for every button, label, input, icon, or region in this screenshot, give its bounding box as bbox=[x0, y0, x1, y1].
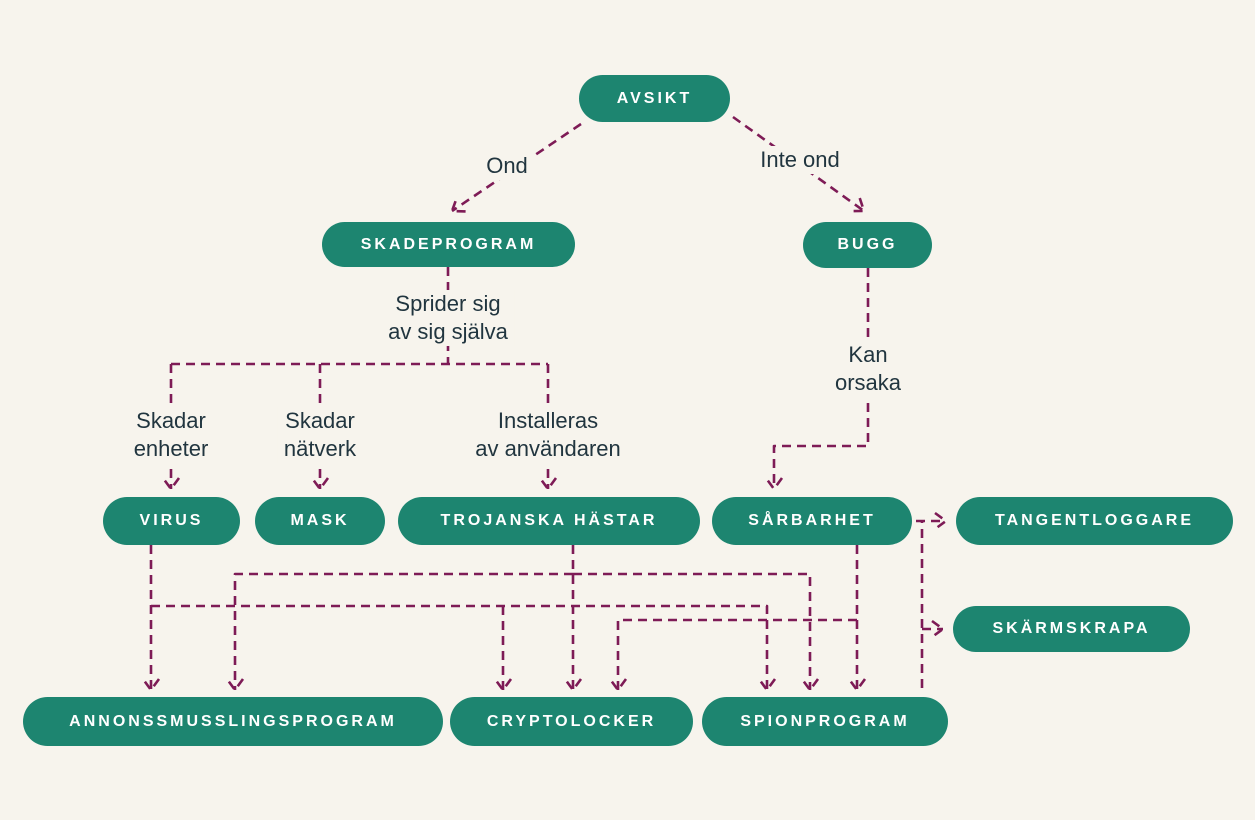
node-trojanska-hastar: TROJANSKA HÄSTAR bbox=[398, 497, 700, 545]
edge-trojanska-annonss bbox=[235, 574, 573, 690]
edge-label-skadar-natverk: Skadar nätverk bbox=[277, 407, 363, 463]
node-cryptolocker: CRYPTOLOCKER bbox=[450, 697, 693, 746]
edge-label-skadar-enheter: Skadar enheter bbox=[127, 407, 215, 463]
edge-trojanska-spionprogram bbox=[573, 574, 810, 690]
node-annonssmusslingsprogram: ANNONSSMUSSLINGSPROGRAM bbox=[23, 697, 443, 746]
edge-virus-spionprogram bbox=[151, 606, 767, 690]
node-tangentloggare: TANGENTLOGGARE bbox=[956, 497, 1233, 545]
edge-label-sprider: Sprider sig av sig själva bbox=[382, 290, 514, 346]
node-bugg: BUGG bbox=[803, 222, 932, 268]
edge-sarbarhet-cryptolocker bbox=[618, 620, 857, 690]
node-virus: VIRUS bbox=[103, 497, 240, 545]
edge-label-inte-ond: Inte ond bbox=[754, 146, 846, 174]
edge-label-ond: Ond bbox=[480, 152, 534, 180]
node-skarmskrapa: SKÄRMSKRAPA bbox=[953, 606, 1190, 652]
node-spionprogram: SPIONPROGRAM bbox=[702, 697, 948, 746]
node-skadeprogram: SKADEPROGRAM bbox=[322, 222, 575, 267]
node-sarbarhet: SÅRBARHET bbox=[712, 497, 912, 545]
edge-label-kan-orsaka: Kan orsaka bbox=[828, 341, 908, 397]
node-avsikt: AVSIKT bbox=[579, 75, 730, 122]
node-mask: MASK bbox=[255, 497, 385, 545]
edge-label-installeras: Installeras av användaren bbox=[469, 407, 627, 463]
